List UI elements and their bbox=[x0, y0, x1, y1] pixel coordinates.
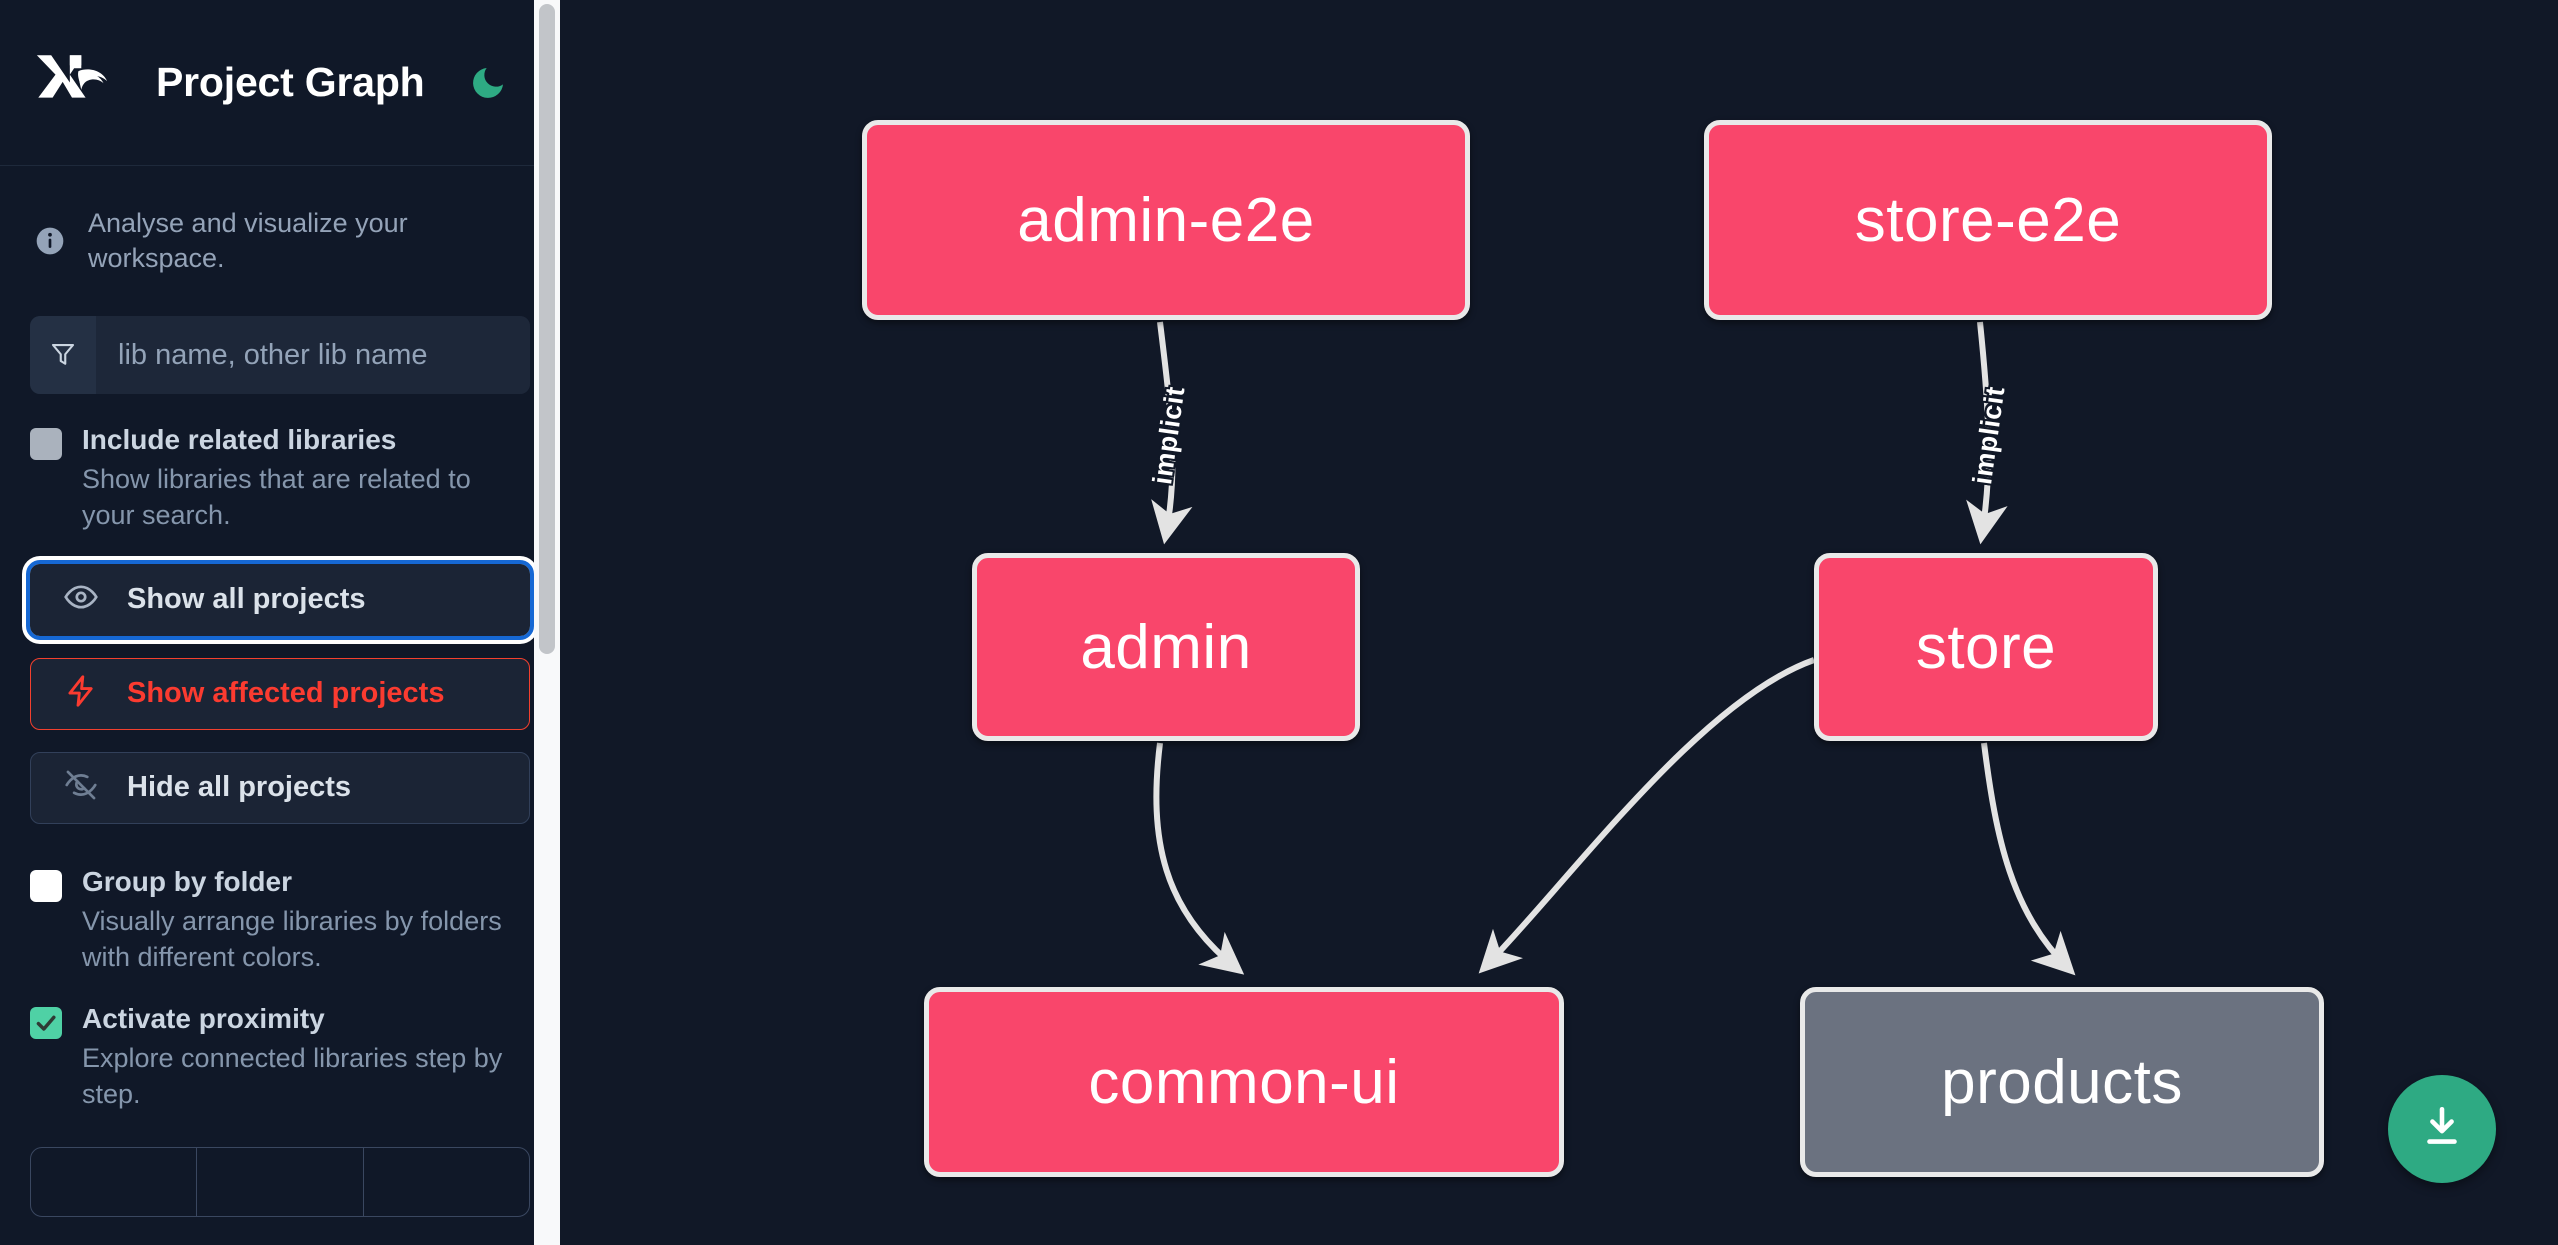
graph-canvas[interactable]: admin-e2e store-e2e admin store common-u… bbox=[560, 0, 2558, 1245]
funnel-icon[interactable] bbox=[30, 316, 96, 395]
graph-node-common-ui-label: common-ui bbox=[1088, 1047, 1400, 1117]
segmented-control-option-2[interactable] bbox=[197, 1148, 364, 1217]
checkbox-activate-proximity-label: Activate proximity bbox=[82, 1003, 325, 1035]
edge-store-e2e-to-store bbox=[1966, 321, 2008, 545]
project-action-buttons: Show all projects Show affected projects bbox=[0, 534, 560, 824]
hide-all-projects-label: Hide all projects bbox=[127, 771, 352, 804]
show-affected-projects-label: Show affected projects bbox=[127, 677, 445, 710]
checkbox-include-related-libraries-label: Include related libraries bbox=[82, 424, 397, 456]
checkbox-activate-proximity-box[interactable] bbox=[30, 1007, 62, 1040]
sidebar-scrollbar[interactable] bbox=[534, 0, 560, 1245]
sidebar-scrollbar-thumb[interactable] bbox=[539, 4, 555, 654]
search-filter-row bbox=[30, 316, 530, 395]
show-all-projects-button[interactable]: Show all projects bbox=[26, 559, 534, 640]
graph-node-store[interactable]: store bbox=[1814, 553, 2158, 741]
checkbox-group-by-folder[interactable]: Group by folder Visually arrange librari… bbox=[0, 824, 560, 976]
edge-store-to-products bbox=[1981, 742, 2076, 976]
graph-node-admin-e2e[interactable]: admin-e2e bbox=[862, 120, 1470, 320]
checkbox-activate-proximity[interactable]: Activate proximity Explore connected lib… bbox=[0, 975, 560, 1113]
show-affected-projects-button[interactable]: Show affected projects bbox=[30, 657, 530, 730]
checkbox-include-related-libraries-box[interactable] bbox=[30, 428, 62, 461]
hide-all-projects-button[interactable]: Hide all projects bbox=[30, 751, 530, 824]
download-graph-button[interactable] bbox=[2388, 1075, 2496, 1183]
workspace-note-text: Analyse and visualize your workspace. bbox=[88, 208, 408, 274]
checkbox-group-by-folder-box[interactable] bbox=[30, 869, 62, 902]
info-icon bbox=[34, 225, 66, 257]
segmented-control-option-1[interactable] bbox=[31, 1148, 198, 1217]
checkbox-activate-proximity-desc: Explore connected libraries step by step… bbox=[82, 1043, 503, 1110]
sidebar: Project Graph Analyse and visualize your… bbox=[0, 0, 560, 1245]
graph-edges bbox=[1151, 321, 2076, 976]
moon-icon[interactable] bbox=[465, 60, 511, 106]
graph-node-admin[interactable]: admin bbox=[972, 553, 1360, 741]
download-icon bbox=[2417, 1102, 2467, 1157]
edge-admin-e2e-to-admin bbox=[1151, 321, 1193, 545]
page-title: Project Graph bbox=[156, 59, 425, 105]
lightning-icon bbox=[63, 673, 99, 714]
checkbox-group-by-folder-label: Group by folder bbox=[82, 865, 292, 897]
graph-node-products[interactable]: products bbox=[1800, 987, 2324, 1177]
checkbox-include-related-libraries[interactable]: Include related libraries Show libraries… bbox=[0, 394, 560, 534]
graph-node-store-label: store bbox=[1915, 612, 2057, 682]
show-all-projects-label: Show all projects bbox=[127, 583, 366, 616]
segmented-control[interactable] bbox=[30, 1147, 530, 1218]
eye-off-icon bbox=[63, 767, 99, 808]
graph-node-store-e2e[interactable]: store-e2e bbox=[1704, 120, 2272, 320]
search-input[interactable] bbox=[96, 316, 530, 395]
workspace-note: Analyse and visualize your workspace. bbox=[0, 166, 560, 310]
graph-node-store-e2e-label: store-e2e bbox=[1854, 185, 2122, 255]
checkbox-group-by-folder-desc: Visually arrange libraries by folders wi… bbox=[82, 905, 502, 972]
eye-icon bbox=[63, 579, 99, 620]
checkbox-include-related-libraries-desc: Show libraries that are related to your … bbox=[82, 464, 471, 530]
edge-store-to-common-ui bbox=[1478, 657, 1815, 974]
segmented-control-option-3[interactable] bbox=[364, 1148, 529, 1216]
graph-node-common-ui[interactable]: common-ui bbox=[924, 987, 1564, 1177]
sidebar-header: Project Graph bbox=[0, 0, 560, 166]
graph-node-admin-e2e-label: admin-e2e bbox=[1017, 185, 1315, 255]
graph-node-admin-label: admin bbox=[1080, 612, 1252, 682]
graph-node-products-label: products bbox=[1941, 1047, 2183, 1117]
nx-logo-icon bbox=[34, 51, 120, 115]
edge-admin-to-common-ui bbox=[1153, 742, 1245, 975]
